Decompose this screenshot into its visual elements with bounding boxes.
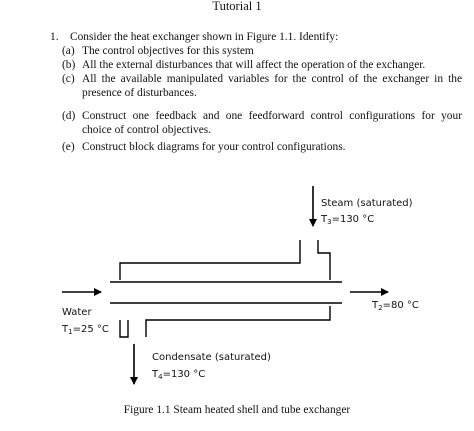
part-label: (e) [62, 141, 75, 153]
water-outlet-temperature: T2=80 °C [371, 300, 419, 312]
exchanger-tube [110, 281, 342, 304]
figure-caption: Figure 1.1 Steam heated shell and tube e… [123, 404, 351, 416]
shell-condensate-nozzle [145, 306, 331, 337]
part-text: All the external disturbances that will … [82, 59, 426, 71]
part-label: (c) [62, 73, 75, 85]
condensate-temperature: T4=130 °C [151, 369, 205, 381]
part-label: (b) [62, 59, 76, 71]
shell-steam-nozzle [317, 240, 331, 280]
part-text: Construct one feedback and one feedforwa… [82, 110, 462, 136]
condensate-label: Condensate (saturated) [152, 352, 271, 363]
part-text: Construct block diagrams for your contro… [82, 141, 346, 153]
question-text: Consider the heat exchanger shown in Fig… [70, 31, 339, 43]
page-title: Tutorial 1 [212, 0, 262, 13]
water-inlet-temperature: T1=25 °C [61, 324, 109, 336]
shell-top-left-wall [119, 240, 301, 280]
exchanger-shell [119, 240, 331, 338]
steam-label: Steam (saturated) [321, 198, 413, 209]
steam-temperature: T3=130 °C [320, 214, 374, 226]
part-label: (a) [62, 45, 75, 57]
water-label: Water [62, 307, 92, 318]
shell-bottom-left-wall [119, 320, 129, 338]
part-text: The control objectives for this system [82, 45, 254, 57]
question-number: 1. [50, 31, 59, 43]
part-text: All the available manipulated variables … [82, 73, 462, 99]
part-label: (d) [62, 110, 76, 122]
